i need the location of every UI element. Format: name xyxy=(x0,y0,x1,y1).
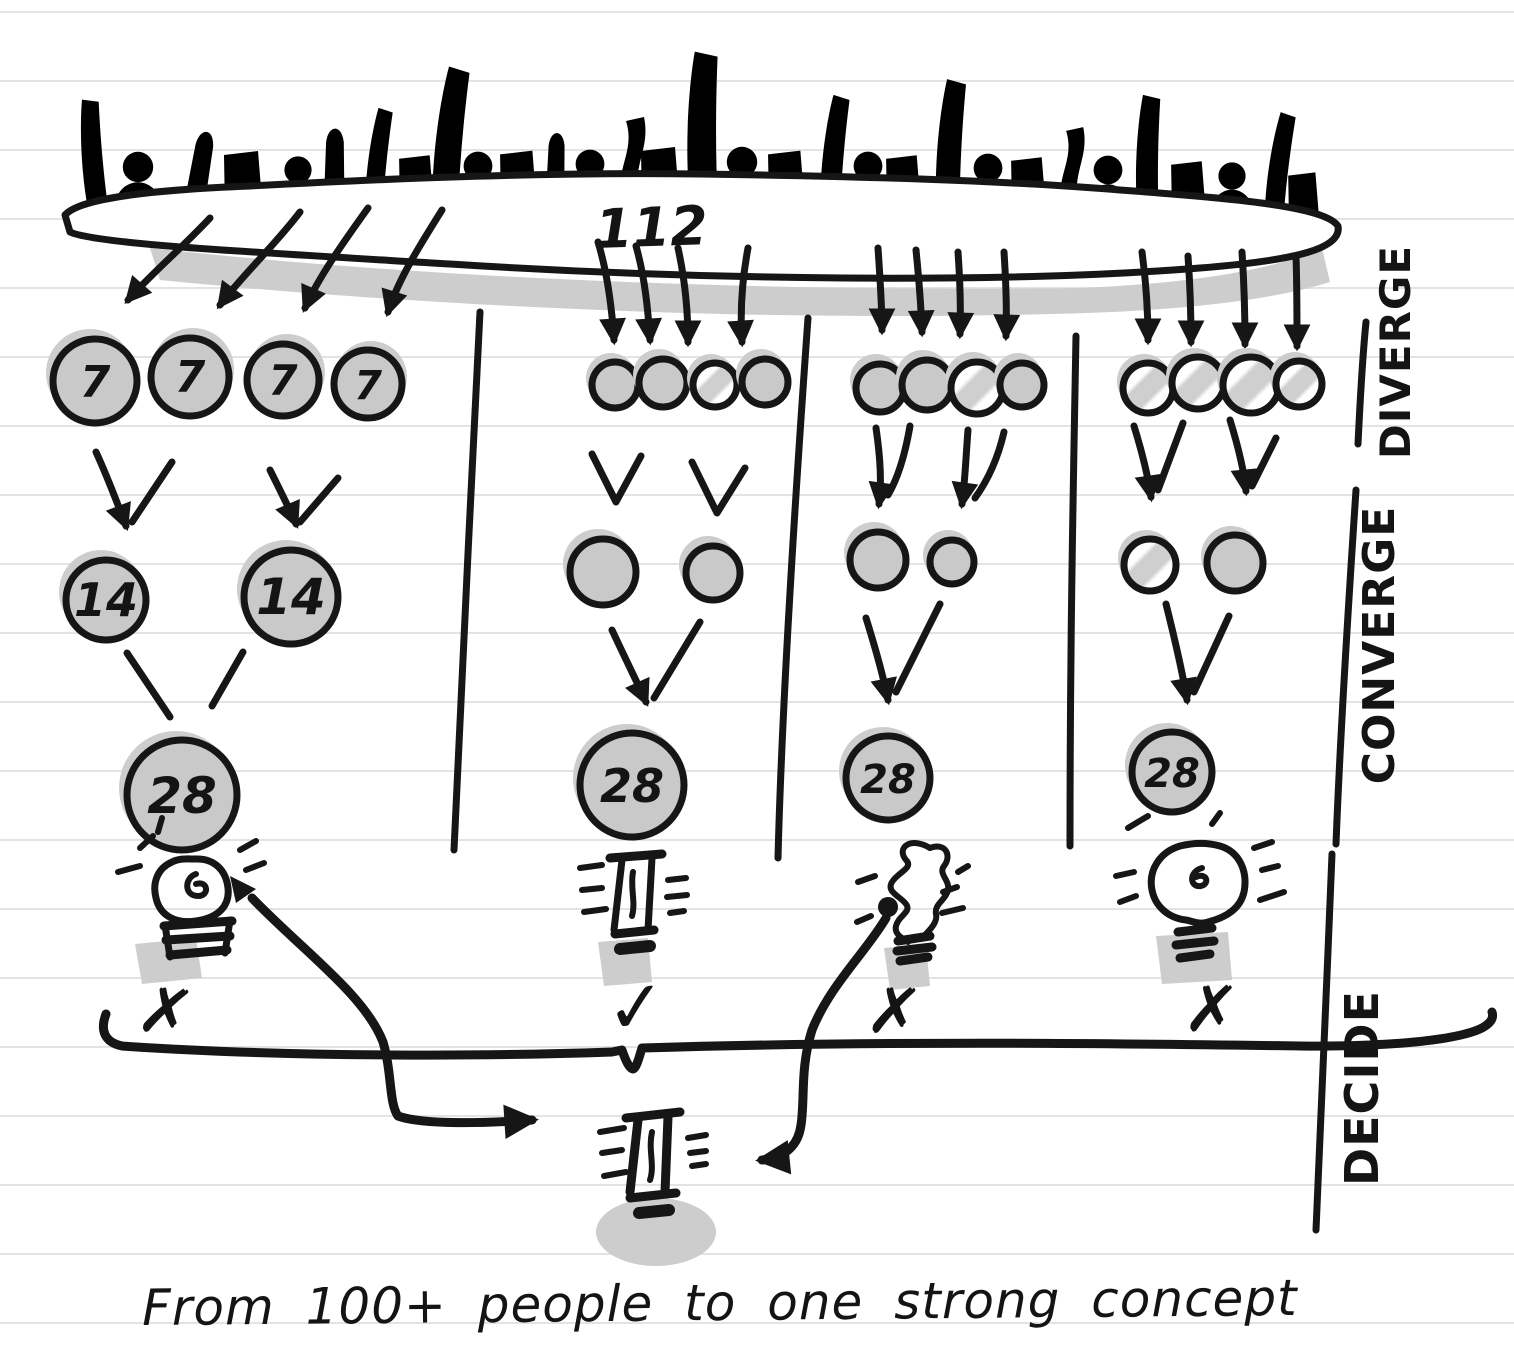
col2-mid-circles xyxy=(563,529,744,609)
column-3: 28 ✗ xyxy=(839,350,1048,1053)
col1-value-3: 7 xyxy=(268,356,298,405)
lightbulb-icon-col1 xyxy=(115,815,267,984)
col4-top-circles xyxy=(1117,348,1326,417)
decide-section xyxy=(98,876,1498,1266)
diverge-arrows xyxy=(124,204,1311,352)
column-1: 7 7 7 7 14 14 28 xyxy=(46,328,407,1055)
col4-final-circle xyxy=(1128,728,1216,816)
stage-label-converge: CONVERGE xyxy=(1354,506,1405,785)
crowd-count-label: 112 xyxy=(594,194,709,261)
arrow-from-col3-bulb xyxy=(755,913,891,1175)
col1-final-circle xyxy=(123,736,241,854)
col1-value-4: 7 xyxy=(354,363,382,409)
col2-final-value: 28 xyxy=(600,759,664,813)
col1-mid-circles: 14 14 xyxy=(59,540,342,648)
col4-converge-arrow xyxy=(1162,600,1233,706)
divider-line-2 xyxy=(774,314,812,862)
crowd: 112 xyxy=(61,50,1342,317)
arrow-from-col1-bulb xyxy=(230,876,539,1139)
col4-mid-circles xyxy=(1118,526,1267,595)
divider-line-3 xyxy=(1066,332,1080,850)
column-dividers xyxy=(450,308,1370,1234)
col3-final-circle xyxy=(842,732,934,824)
col1-converge-arrows-top xyxy=(92,448,342,532)
col1-value-1: 7 xyxy=(80,357,111,408)
converge-bracket xyxy=(1332,486,1360,848)
caption-text: From 100+ people to one strong concept xyxy=(142,1269,1299,1337)
col2-verdict-mark: ✓ xyxy=(603,963,669,1051)
stage-label-decide: DECIDE xyxy=(1335,990,1389,1186)
deflated-bulb-icon-col3 xyxy=(854,840,971,990)
col2-top-circles xyxy=(586,349,792,412)
col1-mid-value-2: 14 xyxy=(256,568,326,626)
col1-converge-lines-bottom xyxy=(123,648,247,721)
col3-mid-circles xyxy=(844,522,978,592)
col1-mid-value-1: 14 xyxy=(74,573,138,627)
crowd-shadow xyxy=(150,248,1330,317)
col4-verdict-mark: ✗ xyxy=(1181,969,1242,1050)
col2-converge-marks xyxy=(588,450,749,517)
col3-final-value: 28 xyxy=(860,757,916,803)
winner-bulb-icon xyxy=(596,1107,716,1266)
col4-final-value: 28 xyxy=(1144,751,1200,797)
col1-value-2: 7 xyxy=(175,352,206,403)
col1-top-circles: 7 7 7 7 xyxy=(46,328,407,427)
diverge-bracket xyxy=(1354,318,1370,448)
divider-line-1 xyxy=(450,308,484,854)
bulb-dot xyxy=(878,897,898,917)
col2-final-circle xyxy=(576,729,688,841)
col2-converge-arrow xyxy=(608,618,704,707)
col3-converge-arrows-top xyxy=(868,422,1008,510)
exclamation-bulb-icon-col2 xyxy=(577,849,690,986)
col3-top-circles xyxy=(850,350,1048,418)
col3-converge-arrow xyxy=(862,600,944,706)
col1-final-value: 28 xyxy=(147,767,217,825)
curly-brace xyxy=(98,1007,1498,1074)
col4-converge-arrows-top xyxy=(1130,416,1280,503)
col1-verdict-mark: ✗ xyxy=(132,969,200,1054)
stage-label-diverge: DIVERGE xyxy=(1371,245,1420,459)
column-4: 28 ✗ xyxy=(1113,348,1326,1050)
crowd-blob xyxy=(61,170,1342,282)
column-2: 28 ✓ xyxy=(563,349,792,1051)
lightbulb-icon-col4 xyxy=(1113,810,1287,984)
